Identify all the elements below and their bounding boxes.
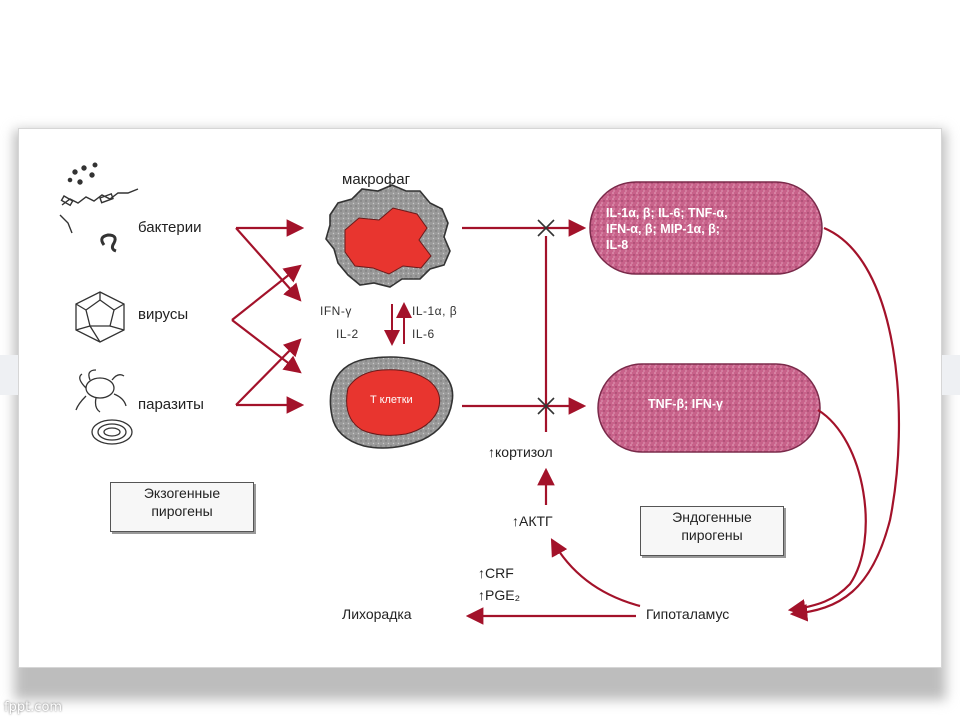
- hypothalamus-label: Гипоталамус: [646, 606, 730, 622]
- cortisol-feedback: [465, 219, 641, 625]
- pathogen-arrows: [231, 219, 305, 414]
- cytokines-line1: IL-1α, β; IL-6; TNF-α,: [606, 206, 728, 220]
- cell-interaction-arrows: [384, 302, 412, 346]
- macrophage-cell: [325, 184, 451, 288]
- exogenous-line2: пирогены: [151, 502, 213, 519]
- exogenous-pyrogens-box: Экзогенные пирогены: [110, 482, 254, 532]
- macrophage-cytokines-pill: [589, 181, 823, 275]
- cytokines-line2: IFN-α, β; MIP-1α, β;: [606, 222, 720, 236]
- t-cell: [329, 356, 454, 449]
- viruses-label: вирусы: [138, 306, 189, 323]
- ifn-gamma-label: IFN-γ: [320, 304, 352, 318]
- endogenous-pyrogens-box: Эндогенные пирогены: [640, 506, 784, 556]
- watermark: fppt.com: [4, 700, 63, 715]
- bacteria-label: бактерии: [138, 219, 202, 236]
- endogenous-line2: пирогены: [681, 526, 743, 543]
- cytokines-line3: IL-8: [606, 238, 629, 252]
- tcell-label: T клетки: [370, 394, 413, 406]
- tcell-cytokines: TNF-β; IFN-γ: [648, 397, 723, 411]
- parasites-label: паразиты: [138, 396, 204, 413]
- secretion-arrows: [462, 219, 587, 415]
- fever-label: Лихорадка: [342, 606, 412, 622]
- virus-icon: [75, 291, 125, 343]
- acth-label: ↑АКТГ: [512, 513, 553, 529]
- crf-label: ↑CRF: [478, 565, 514, 581]
- exogenous-line1: Экзогенные: [143, 485, 221, 501]
- il1-label: IL-1α, β: [412, 304, 458, 318]
- parasite-icon: [75, 369, 133, 445]
- il6-label: IL-6: [412, 327, 435, 341]
- tcell-cytokines-pill: [597, 363, 821, 453]
- hypothalamus-arrows: [787, 226, 901, 622]
- bacteria-icon: [59, 162, 139, 253]
- pge-label: ↑PGE₂: [478, 587, 520, 603]
- endogenous-line1: Эндогенные: [672, 509, 752, 525]
- macrophage-label: макрофаг: [342, 171, 411, 188]
- cortisol-label: ↑кортизол: [488, 444, 553, 460]
- il2-label: IL-2: [336, 327, 359, 341]
